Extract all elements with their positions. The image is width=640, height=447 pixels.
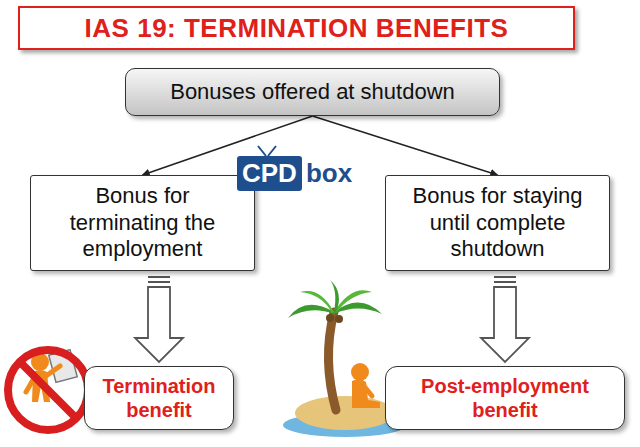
- connector: [135, 277, 183, 362]
- arrow-cap: [494, 281, 516, 283]
- block-arrow: [135, 287, 183, 362]
- no-sign-illustration: [8, 350, 88, 430]
- box-text: Bonuses offered at shutdown: [170, 79, 455, 105]
- box-text: Bonus for staying until complete shutdow…: [394, 183, 601, 262]
- block-arrow: [481, 287, 529, 362]
- arrow-cap: [148, 276, 170, 278]
- connector: [481, 277, 529, 362]
- title: IAS 19: TERMINATION BENEFITS: [85, 13, 509, 44]
- tv-antenna: [258, 146, 276, 156]
- arrow-cap: [494, 276, 516, 278]
- box-text: Bonus for terminating the employment: [39, 183, 246, 262]
- outcome-box: Post-employment benefit: [385, 366, 625, 430]
- process-box: Bonus for staying until complete shutdow…: [385, 175, 610, 271]
- title-box: IAS 19: TERMINATION BENEFITS: [18, 6, 575, 50]
- logo-text: CPD: [237, 156, 302, 191]
- box-text: Termination benefit: [93, 374, 225, 422]
- box-text: Post-employment benefit: [394, 374, 616, 422]
- arrow-cap: [148, 281, 170, 283]
- process-box: Bonus for terminating the employment: [30, 175, 255, 271]
- category-box: Bonuses offered at shutdown: [125, 68, 500, 116]
- outcome-box: Termination benefit: [84, 366, 234, 430]
- logo-text: box: [302, 156, 356, 191]
- logo: CPDbox: [237, 156, 356, 191]
